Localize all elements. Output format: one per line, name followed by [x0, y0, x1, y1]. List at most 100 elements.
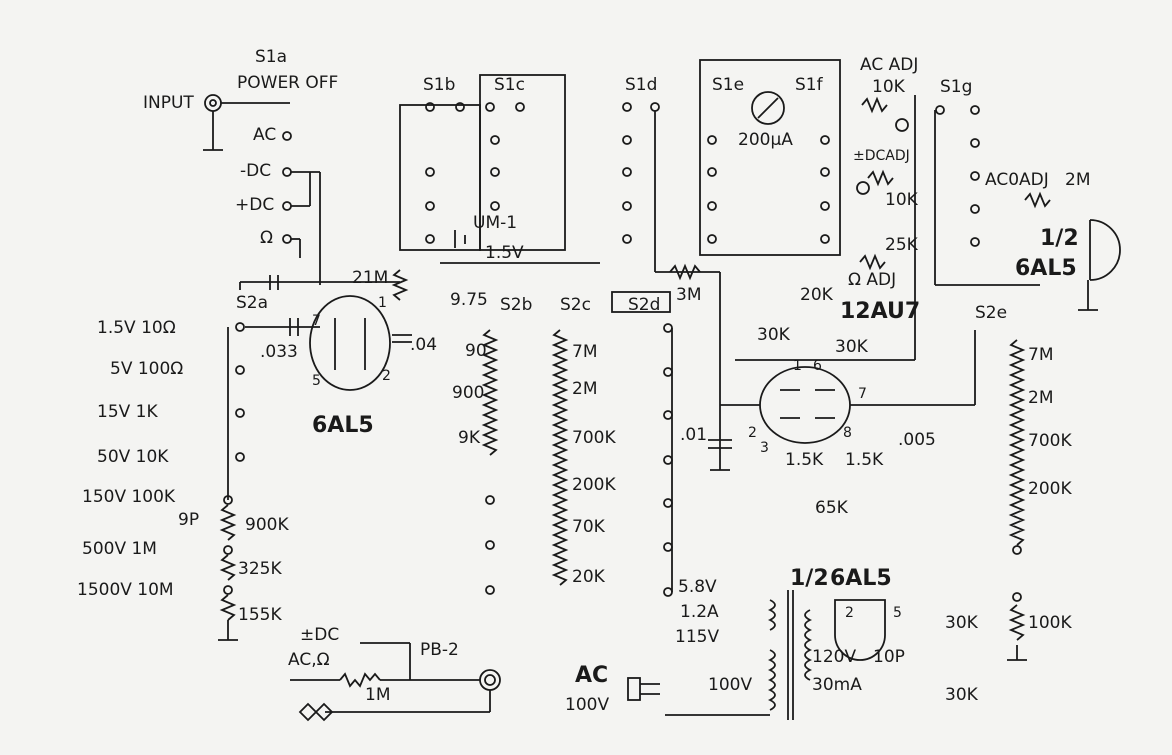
capacitor-10p-label: 10P	[873, 647, 905, 667]
pin1-label: 1	[378, 295, 387, 311]
resistor-325k-label: 325K	[238, 559, 282, 579]
s2b-val-4: 9K	[458, 428, 481, 448]
tube-6al5-label: 6AL5	[312, 413, 374, 438]
s1a-label: S1a	[255, 47, 287, 67]
resistor-30k-a-label: 30K	[757, 325, 791, 345]
resistor-3m-label: 3M	[676, 285, 701, 305]
probe-ac-ohm-label: AC,Ω	[288, 650, 330, 670]
ohm-adj-25k-label: 25K	[885, 235, 919, 255]
s2b-label: S2b	[500, 295, 532, 315]
meter-label: 200μA	[738, 130, 793, 150]
pin7-b-label: 7	[858, 386, 867, 402]
primary-100v-label: 100V	[708, 675, 752, 695]
s1c-label: S1c	[494, 75, 525, 95]
ohm-adj-label: Ω ADJ	[848, 270, 896, 290]
capacitor-005-label: .005	[898, 430, 936, 450]
s2b-val-2: 90	[465, 341, 487, 361]
battery-um1-label: UM-1	[473, 213, 517, 233]
s1f-label: S1f	[795, 75, 824, 95]
s1b-label: S1b	[423, 75, 455, 95]
resistor-20k-label: 20K	[800, 285, 834, 305]
ac0-adj-2m-label: 2M	[1065, 170, 1090, 190]
v120-label: 120V	[812, 647, 856, 667]
s2a-label: S2a	[236, 293, 268, 313]
function-minus-dc-label: -DC	[240, 161, 271, 181]
function-ac-label: AC	[253, 125, 276, 145]
microammeter-icon	[751, 91, 785, 125]
pin2-label: 2	[382, 368, 391, 384]
capacitor-033-label: .033	[260, 342, 298, 362]
heater-current-label: 1.2A	[680, 602, 719, 622]
resistor-1-5k-b-label: 1.5K	[845, 450, 884, 470]
s2b-val-3: 900	[452, 383, 484, 403]
probe-dc-label: ±DC	[300, 625, 339, 645]
pin8-label: 8	[843, 425, 852, 441]
resistor-30k-d-label: 30K	[945, 685, 979, 705]
s2e-val-5: 100K	[1028, 613, 1072, 633]
s2c-val-1: 7M	[572, 342, 597, 362]
dc-adj-10k-label: 10K	[885, 190, 919, 210]
ac-100v-label: 100V	[565, 695, 609, 715]
pin1-b-label: 1	[793, 358, 802, 374]
capacitor-04-label: .04	[410, 335, 437, 355]
tube-12au7-label: 12AU7	[840, 299, 920, 324]
s2d-label: S2d	[628, 295, 660, 315]
range-7: 1500V 10M	[77, 580, 174, 600]
s2c-val-2: 2M	[572, 379, 597, 399]
function-plus-dc-label: +DC	[235, 195, 274, 215]
tube-half-label: 1/2	[1040, 226, 1079, 251]
dc-adj-label: ±DCADJ	[853, 148, 910, 164]
meter-switch-box	[699, 59, 841, 256]
battery-voltage-label: 1.5V	[485, 243, 524, 263]
s2b-val-1: 9.75	[450, 290, 488, 310]
resistor-65k-label: 65K	[815, 498, 849, 518]
pin5-label: 5	[312, 373, 321, 389]
tube-6al5-icon	[309, 295, 391, 391]
pin5-c-label: 5	[893, 605, 902, 621]
tube-6al5-b-icon	[1089, 219, 1121, 281]
s2e-val-4: 200K	[1028, 479, 1072, 499]
resistor-30k-b-label: 30K	[835, 337, 869, 357]
capacitor-9p-label: 9P	[178, 510, 199, 530]
s2c-val-5: 70K	[572, 517, 606, 537]
range-1: 1.5V 10Ω	[97, 318, 176, 338]
power-off-label: POWER OFF	[237, 73, 338, 93]
pin2-c-label: 2	[845, 605, 854, 621]
range-4: 50V 10K	[97, 447, 169, 467]
resistor-30k-c-label: 30K	[945, 613, 979, 633]
ac-plug-label: AC	[575, 663, 608, 688]
s2c-val-4: 200K	[572, 475, 616, 495]
s1g-label: S1g	[940, 77, 972, 97]
s2e-val-2: 2M	[1028, 388, 1053, 408]
pin3-label: 3	[760, 440, 769, 456]
tube-6al5-b-label: 6AL5	[1015, 256, 1077, 281]
function-ohm-label: Ω	[260, 228, 273, 248]
ac-plug-icon	[627, 677, 641, 701]
ac-adj-10k-label: 10K	[872, 77, 906, 97]
range-3: 15V 1K	[97, 402, 158, 422]
ac0-adj-label: AC0ADJ	[985, 170, 1049, 190]
range-labels: 1.5V 10Ω 5V 100Ω 15V 1K 50V 10K 150V 100…	[77, 318, 183, 600]
capacitor-01-label: .01	[680, 425, 707, 445]
s1d-label: S1d	[625, 75, 657, 95]
range-5: 150V 100K	[82, 487, 176, 507]
rectifier-tube-icon	[834, 599, 886, 661]
ac-adj-label: AC ADJ	[860, 55, 918, 75]
input-jack	[204, 94, 222, 112]
s2c-val-3: 700K	[572, 428, 616, 448]
probe-tip-icon	[479, 669, 501, 691]
resistor-3m	[669, 263, 701, 281]
resistor-1-5k-a-label: 1.5K	[785, 450, 824, 470]
probe-pb2-label: PB-2	[420, 640, 459, 660]
probe-connector-icon	[298, 702, 334, 722]
range-2: 5V 100Ω	[110, 359, 183, 379]
pin7-label: 7	[312, 313, 321, 329]
resistor-900k-label: 900K	[245, 515, 289, 535]
heater-voltage-label: 5.8V	[678, 577, 717, 597]
s1e-label: S1e	[712, 75, 744, 95]
s2e-val-1: 7M	[1028, 345, 1053, 365]
range-6: 500V 1M	[82, 539, 157, 559]
s2c-label: S2c	[560, 295, 591, 315]
tube-12au7-icon	[759, 366, 851, 444]
pin6-label: 6	[813, 358, 822, 374]
